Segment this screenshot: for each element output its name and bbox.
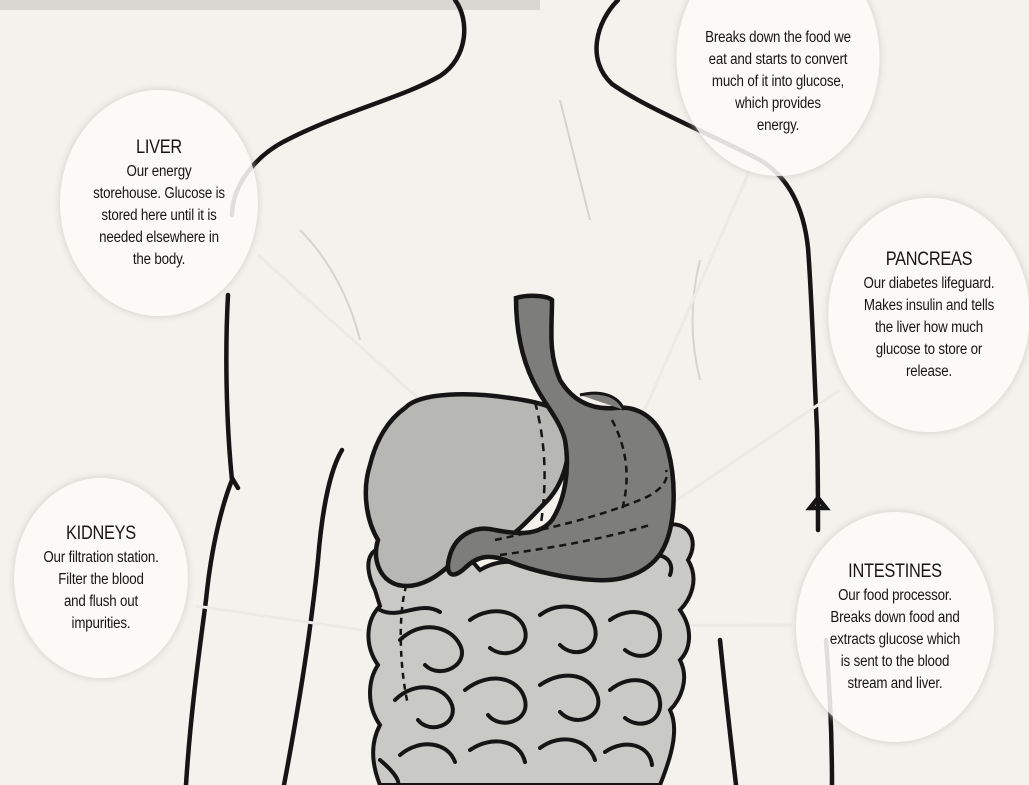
kidneys-callout: KIDNEYS Our filtration station. Filter t… bbox=[14, 478, 188, 678]
kidneys-connector bbox=[196, 606, 362, 630]
liver-connector bbox=[258, 255, 418, 398]
liver-title: LIVER bbox=[136, 135, 182, 161]
stomach-connector bbox=[636, 165, 752, 430]
kidneys-description: Our filtration station. Filter the blood… bbox=[43, 547, 158, 635]
intestines-callout: INTESTINES Our food processor. Breaks do… bbox=[796, 512, 994, 742]
kidneys-title: KIDNEYS bbox=[66, 521, 136, 547]
pancreas-callout: PANCREAS Our diabetes lifeguard. Makes i… bbox=[828, 198, 1029, 432]
intestines-description: Our food processor. Breaks down food and… bbox=[830, 585, 960, 695]
right-inner-arm bbox=[720, 640, 736, 785]
liver-description: Our energy storehouse. Glucose is stored… bbox=[93, 161, 225, 271]
intestines-title: INTESTINES bbox=[848, 559, 942, 585]
pancreas-title: PANCREAS bbox=[886, 247, 973, 273]
stomach-description: Breaks down the food we eat and starts t… bbox=[705, 27, 851, 137]
liver-callout: LIVER Our energy storehouse. Glucose is … bbox=[60, 90, 258, 316]
left-side bbox=[186, 295, 232, 785]
faint-contours bbox=[300, 100, 700, 380]
left-inner-arm bbox=[284, 450, 342, 785]
pancreas-description: Our diabetes lifeguard. Makes insulin an… bbox=[864, 273, 995, 383]
neck-left bbox=[232, 0, 464, 215]
